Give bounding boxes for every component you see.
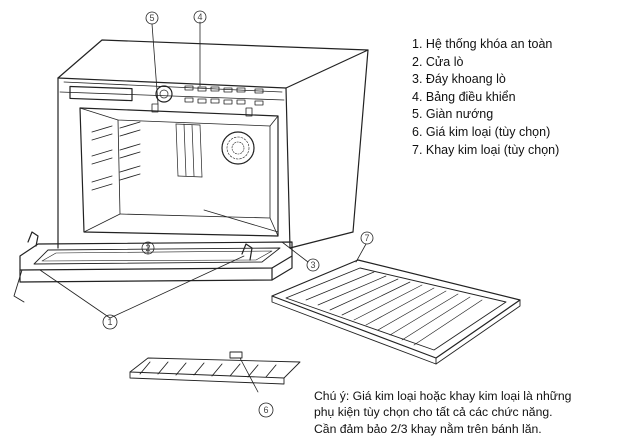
control-panel — [63, 81, 283, 106]
callout-2 — [141, 241, 155, 255]
callout-5 — [145, 11, 159, 25]
note-line: Cần đảm bảo 2/3 khay nằm trên bánh lăn. — [314, 421, 542, 436]
callout-markers — [102, 10, 374, 418]
legend-item: 1. Hệ thống khóa an toàn — [412, 37, 553, 51]
callout-label-6: 6 — [263, 405, 268, 415]
callout-1 — [102, 314, 118, 330]
callout-3 — [306, 258, 320, 272]
legend-item: 3. Đáy khoang lò — [412, 72, 506, 87]
parts-legend: 1. Hệ thống khóa an toàn 2. Cửa lò 3. Đá… — [412, 36, 559, 159]
leader-lines — [39, 21, 367, 393]
callout-label-1: 1 — [107, 317, 112, 327]
legend-item: 7. Khay kim loại (tùy chọn) — [412, 142, 560, 157]
legend-item: 2. Cửa lò — [412, 54, 464, 69]
legend-item: 4. Bảng điều khiển — [412, 89, 516, 104]
note-line: phụ kiện tùy chọn cho tất cả các chức nă… — [314, 405, 553, 420]
legend-item: 6. Giá kim loại (tùy chọn) — [412, 124, 551, 139]
callout-label-5: 5 — [149, 13, 154, 23]
metal-tray — [271, 259, 521, 365]
callout-6 — [258, 402, 274, 418]
legend-item: 5. Giàn nướng — [412, 107, 494, 122]
wire-rack — [129, 351, 301, 385]
callout-label-4: 4 — [197, 12, 202, 22]
oven-cavity — [79, 103, 279, 237]
usage-note: Chú ý: Giá kim loại hoặc khay kim loại l… — [314, 388, 630, 437]
callout-label-7: 7 — [364, 233, 369, 243]
callout-4 — [193, 10, 207, 24]
note-line: Chú ý: Giá kim loại hoặc khay kim loại l… — [314, 389, 572, 403]
callout-label-3: 3 — [310, 260, 315, 270]
callout-label-2: 2 — [145, 243, 150, 253]
oven-door — [13, 231, 293, 303]
callout-7 — [360, 231, 374, 245]
